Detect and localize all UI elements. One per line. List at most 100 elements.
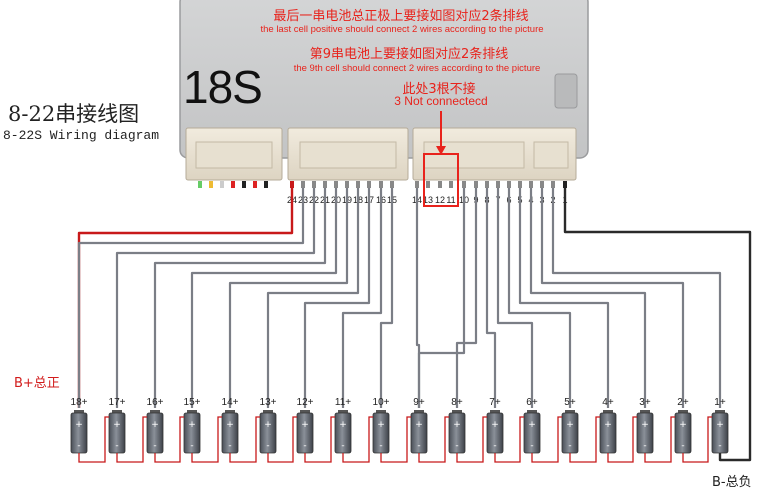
cell-label: 4+ — [602, 397, 614, 408]
series-link — [116, 416, 147, 463]
svg-text:+: + — [528, 420, 536, 430]
wire-stub — [290, 181, 294, 188]
pin-label: 13 — [423, 195, 433, 205]
cell-label: 16+ — [147, 397, 164, 408]
balance-wire — [496, 188, 534, 408]
battery-cell: +- — [674, 410, 692, 454]
svg-text:-: - — [455, 441, 458, 451]
cell-label: 13+ — [260, 397, 277, 408]
svg-text:+: + — [188, 420, 196, 430]
series-link — [191, 416, 222, 463]
pin-label: 11 — [446, 195, 455, 205]
series-link — [267, 416, 297, 463]
balance-wire — [266, 188, 360, 408]
wire-stub — [415, 181, 419, 188]
wire-stub — [379, 181, 383, 188]
balance-wire — [563, 188, 752, 462]
series-link — [380, 416, 411, 463]
cell-label: 9+ — [413, 397, 425, 408]
series-link — [682, 416, 712, 463]
svg-text:+: + — [453, 420, 461, 430]
model-label: 18S — [183, 61, 263, 113]
svg-text:-: - — [530, 441, 533, 451]
balance-wire — [379, 188, 394, 408]
battery-cell: +- — [334, 410, 352, 454]
wire-stub — [485, 181, 489, 188]
battery-cell: +- — [599, 410, 617, 454]
wire-stub — [507, 181, 511, 188]
series-link — [456, 416, 487, 463]
wire-stub — [264, 181, 268, 188]
series-link — [494, 416, 524, 463]
wire-stub — [220, 181, 224, 188]
svg-text:-: - — [266, 441, 269, 451]
svg-text:-: - — [643, 441, 646, 451]
battery-cell: +- — [296, 410, 314, 454]
wire-stub — [426, 181, 430, 188]
wire-stub — [540, 181, 544, 188]
svg-text:+: + — [716, 420, 724, 430]
battery-cell: +- — [146, 410, 164, 454]
balance-wire — [507, 188, 572, 408]
series-link — [607, 416, 637, 463]
wire-stub — [242, 181, 246, 188]
svg-text:-: - — [379, 441, 382, 451]
series-link — [418, 416, 449, 463]
svg-text:+: + — [301, 420, 309, 430]
wire-stub — [301, 181, 305, 188]
wire-stub — [438, 181, 442, 188]
cell-label: 17+ — [109, 397, 126, 408]
svg-text:+: + — [264, 420, 272, 430]
balance-wire — [551, 188, 722, 408]
series-link — [78, 416, 109, 463]
svg-text:+: + — [415, 420, 423, 430]
battery-cell: +- — [523, 410, 541, 454]
svg-text:+: + — [151, 420, 159, 430]
svg-text:-: - — [417, 441, 420, 451]
wire-stub — [323, 181, 327, 188]
series-link — [342, 416, 373, 463]
balance-wire — [77, 188, 294, 408]
wire-stub — [518, 181, 522, 188]
b-plus-label: B+总正 — [14, 376, 60, 391]
cell-label: 5+ — [564, 397, 576, 408]
board-heatsink-slot — [554, 73, 578, 109]
svg-text:+: + — [113, 420, 121, 430]
wire-stub — [345, 181, 349, 188]
svg-text:-: - — [77, 441, 80, 451]
svg-text:+: + — [377, 420, 385, 430]
balance-wire — [529, 188, 647, 408]
series-link — [229, 416, 260, 463]
balance-wire — [153, 188, 327, 408]
note-last-cell-en: the last cell positive should connect 2 … — [260, 24, 544, 35]
arrow-icon — [436, 146, 446, 155]
battery-cell: +- — [70, 410, 88, 454]
note-ninth-cell-en: the 9th cell should connect 2 wires acco… — [293, 63, 541, 74]
svg-text:-: - — [568, 441, 571, 451]
svg-text:+: + — [75, 420, 83, 430]
wire-stub — [334, 181, 338, 188]
title-en: 8-22S Wiring diagram — [3, 128, 160, 143]
battery-cell: +- — [410, 410, 428, 454]
svg-text:-: - — [303, 441, 306, 451]
wire-stub — [529, 181, 533, 188]
cell-label: 6+ — [526, 397, 538, 408]
note-last-cell-cn: 最后一串电池总正极上要接如图对应2条排线 — [273, 9, 529, 24]
series-link — [644, 416, 675, 463]
battery-cell: +- — [486, 410, 504, 454]
svg-text:+: + — [641, 420, 649, 430]
svg-text:-: - — [341, 441, 344, 451]
cell-label: 2+ — [677, 397, 689, 408]
title-cn: 8-22串接线图 — [8, 102, 140, 126]
note-ninth-cell-cn: 第9串电池上要接如图对应2条排线 — [309, 47, 509, 62]
wire-stub — [312, 181, 316, 188]
balance-wire — [485, 188, 497, 408]
battery-cell: +- — [183, 410, 201, 454]
battery-cell: +- — [448, 410, 466, 454]
note-not-connected-cn: 此处3根不接 — [402, 82, 476, 97]
svg-text:-: - — [718, 441, 721, 451]
cell-label: 8+ — [451, 397, 463, 408]
svg-text:-: - — [228, 441, 231, 451]
svg-text:+: + — [566, 420, 574, 430]
